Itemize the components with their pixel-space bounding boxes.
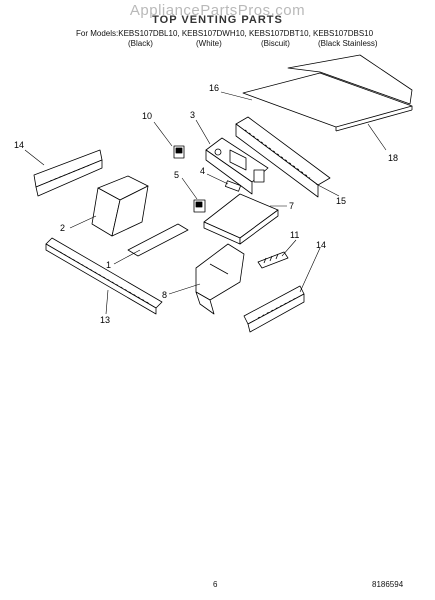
- callout-11: 11: [290, 230, 299, 240]
- callout-15: 15: [336, 196, 346, 206]
- part-5-switch: [193, 199, 206, 213]
- callout-8: 8: [162, 290, 167, 300]
- callout-10: 10: [142, 111, 152, 121]
- document-number: 8186594: [372, 580, 404, 589]
- part-13-front-rail: [45, 237, 163, 315]
- part-11-terminal-block: [257, 251, 289, 269]
- callout-4: 4: [200, 166, 205, 176]
- color-biscuit: (Biscuit): [261, 39, 290, 48]
- callout-7: 7: [289, 201, 294, 211]
- callout-16: 16: [209, 83, 219, 93]
- callout-13: 13: [100, 315, 110, 325]
- part-18-top-panel: [242, 54, 413, 132]
- color-black: (Black): [128, 39, 153, 48]
- part-8-lower-duct: [195, 243, 245, 315]
- callout-14-right: 14: [316, 240, 326, 250]
- part-7-tray: [203, 193, 279, 245]
- color-white: (White): [196, 39, 222, 48]
- part-15-rear-bracket: [235, 116, 331, 198]
- color-black-stainless: (Black Stainless): [318, 39, 378, 48]
- part-4-switch: [224, 180, 242, 192]
- part-1-strip: [127, 223, 189, 257]
- page-number: 6: [213, 580, 218, 589]
- callout-14-left: 14: [14, 140, 24, 150]
- part-3-blower-assembly: [205, 137, 269, 195]
- part-14-right-bracket: [243, 285, 305, 333]
- callout-18: 18: [388, 153, 398, 163]
- page-title: TOP VENTING PARTS: [152, 14, 283, 26]
- callout-2: 2: [60, 223, 65, 233]
- watermark: AppliancePartsPros.com: [129, 2, 306, 19]
- callout-1: 1: [106, 260, 111, 270]
- part-2-duct: [91, 175, 149, 237]
- callout-3: 3: [190, 110, 195, 120]
- callout-5: 5: [174, 170, 179, 180]
- model-list: For Models:KEBS107DBL10, KEBS107DWH10, K…: [76, 29, 374, 38]
- part-14-left-bracket: [33, 149, 103, 197]
- part-10-switch: [173, 145, 185, 159]
